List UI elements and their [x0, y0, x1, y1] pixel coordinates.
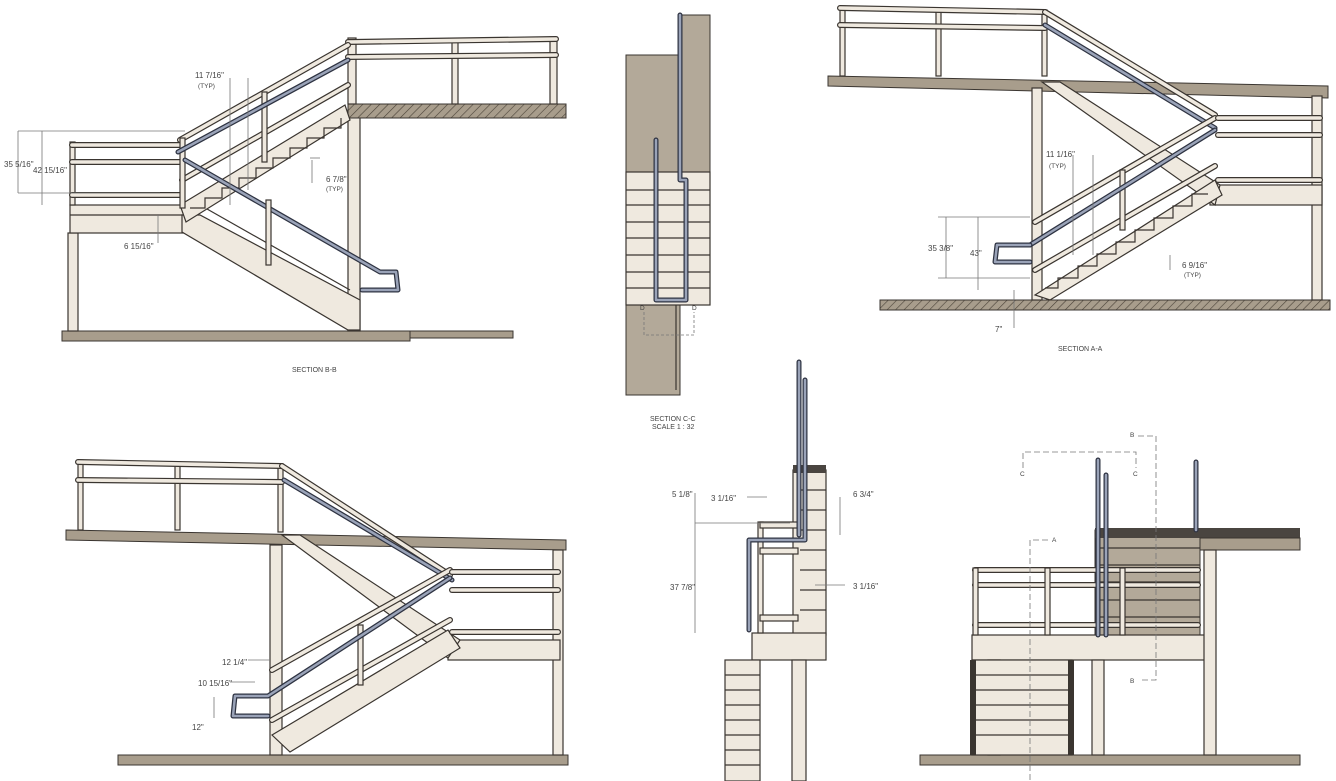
section-cc-view: D D SECTION C-C SCALE 1 : 32 — [625, 12, 711, 431]
dim-6-3-4: 6 3/4" — [853, 490, 874, 499]
front-elevation-view: B C C A B — [919, 432, 1301, 781]
typ-note: (TYP) — [326, 186, 343, 193]
dim-3-1-16: 3 1/16" — [853, 582, 878, 591]
left-elevation-view: 12 1/4" 10 15/16" 12" — [65, 459, 569, 766]
typ-note: (TYP) — [1049, 163, 1066, 170]
typ-note: (TYP) — [198, 83, 215, 90]
dim-37-7-8: 37 7/8" — [670, 583, 695, 592]
dim-10-15-16: 10 15/16" — [198, 679, 232, 688]
section-aa-title: SECTION A-A — [1058, 346, 1103, 353]
dim-42-15-16: 42 15/16" — [33, 166, 67, 175]
section-cc-scale: SCALE 1 : 32 — [652, 424, 695, 431]
section-marker-c: C — [1020, 471, 1025, 478]
side-elevation-view: 5 1/8" 3 1/16" 6 3/4" 37 7/8" 3 1/16" — [670, 359, 878, 781]
section-marker-b: B — [1130, 432, 1134, 439]
dim-11-7-16: 11 7/16" — [195, 71, 224, 80]
section-marker-b: B — [1130, 678, 1134, 685]
section-marker-d: D — [692, 305, 697, 312]
dim-3-1-16: 3 1/16" — [711, 494, 736, 503]
section-marker-a: A — [1052, 537, 1057, 544]
dim-7: 7" — [995, 325, 1002, 334]
dim-35-3-8: 35 3/8" — [928, 244, 953, 253]
dim-12: 12" — [192, 723, 204, 732]
dim-6-15-16: 6 15/16" — [124, 242, 154, 251]
dim-43: 43" — [970, 249, 982, 258]
section-marker-d: D — [640, 305, 645, 312]
typ-note: (TYP) — [1184, 272, 1201, 279]
dim-5-1-8: 5 1/8" — [672, 490, 693, 499]
dim-12-1-4: 12 1/4" — [222, 658, 247, 667]
section-aa-view: 11 1/16" (TYP) 35 3/8" 43" 6 9/16" (TYP)… — [827, 5, 1331, 353]
dim-11-1-16: 11 1/16" — [1046, 150, 1075, 159]
section-cc-title: SECTION C-C — [650, 416, 696, 423]
section-marker-c: C — [1133, 471, 1138, 478]
dim-6-7-8: 6 7/8" — [326, 175, 347, 184]
dim-35-5-16: 35 5/16" — [4, 160, 34, 169]
dim-6-9-16: 6 9/16" — [1182, 261, 1207, 270]
section-bb-title: SECTION B-B — [292, 367, 337, 374]
section-bb-view: 35 5/16" 42 15/16" 11 7/16" (TYP) 6 7/8"… — [4, 36, 567, 374]
